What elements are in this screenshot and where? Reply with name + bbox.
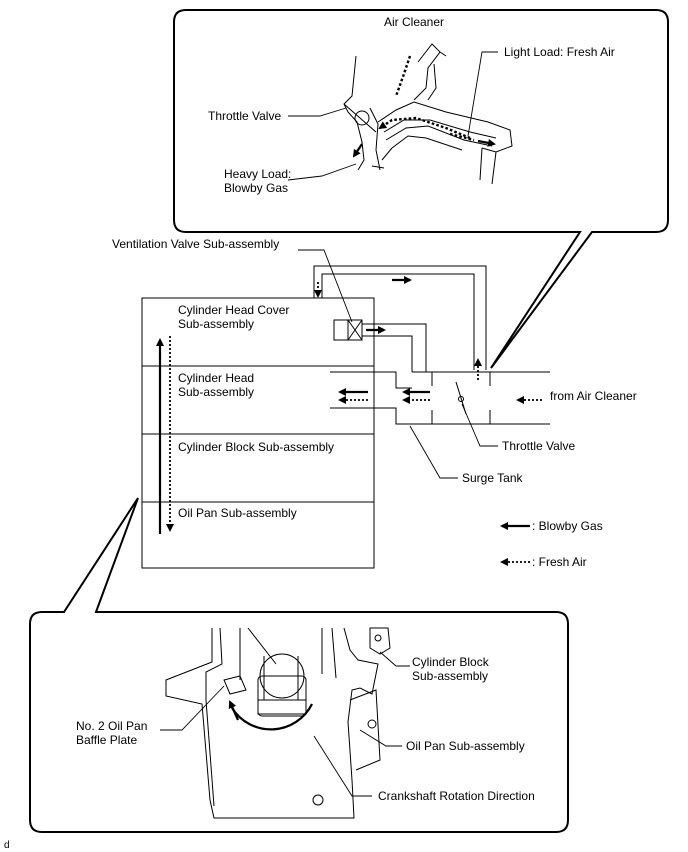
- corner-code: d: [4, 840, 10, 851]
- cyl-block-bottom-label-line1: Cylinder Block: [412, 655, 490, 669]
- light-load-label: Light Load: Fresh Air: [504, 45, 615, 59]
- ventilation-valve-leader: [298, 249, 353, 323]
- legend: [500, 522, 530, 566]
- oil-pan-label: Oil Pan Sub-assembly: [178, 506, 297, 520]
- cylinder-head-label-line2: Sub-assembly: [178, 385, 254, 399]
- legend-blowby-label: : Blowby Gas: [532, 519, 603, 533]
- heavy-load-label-line2: Blowby Gas: [224, 181, 288, 195]
- throttle-valve-mid-label: Throttle Valve: [502, 439, 575, 453]
- heavy-load-label-line1: Heavy Load:: [224, 167, 291, 181]
- cylinder-head-label-line1: Cylinder Head: [178, 371, 254, 385]
- cylinder-head-cover-label-line1: Cylinder Head Cover: [178, 303, 289, 317]
- oil-pan-bottom-label: Oil Pan Sub-assembly: [406, 739, 525, 753]
- baffle-plate-label-line1: No. 2 Oil Pan: [76, 719, 147, 733]
- throttle-body-drawing: [343, 43, 513, 185]
- oil-pan-callout: [29, 497, 569, 833]
- ventilation-valve-label: Ventilation Valve Sub-assembly: [112, 237, 279, 251]
- top-leaders: [287, 51, 498, 181]
- block-flow-arrows: [156, 336, 174, 534]
- cylinder-head-cover-label-line2: Sub-assembly: [178, 317, 254, 331]
- air-cleaner-callout: [173, 9, 669, 369]
- throttle-valve-top-label: Throttle Valve: [208, 109, 281, 123]
- oil-pan-drawing: [165, 627, 391, 819]
- bottom-leaders: [160, 651, 410, 797]
- crankshaft-direction-label: Crankshaft Rotation Direction: [378, 789, 535, 803]
- engine-block: [141, 297, 375, 569]
- cyl-block-bottom-label-line2: Sub-assembly: [412, 669, 488, 683]
- surge-tank: [330, 358, 550, 425]
- throttle-valve-mid-leader: [461, 403, 498, 447]
- baffle-plate-label-line2: Baffle Plate: [76, 733, 137, 747]
- piping: [313, 265, 487, 372]
- from-air-cleaner-label: from Air Cleaner: [550, 389, 637, 403]
- surge-tank-leader: [409, 425, 458, 479]
- cylinder-block-label: Cylinder Block Sub-assembly: [178, 440, 334, 454]
- surge-tank-label: Surge Tank: [462, 471, 523, 485]
- legend-fresh-label: : Fresh Air: [532, 555, 587, 569]
- air-cleaner-label: Air Cleaner: [384, 15, 444, 29]
